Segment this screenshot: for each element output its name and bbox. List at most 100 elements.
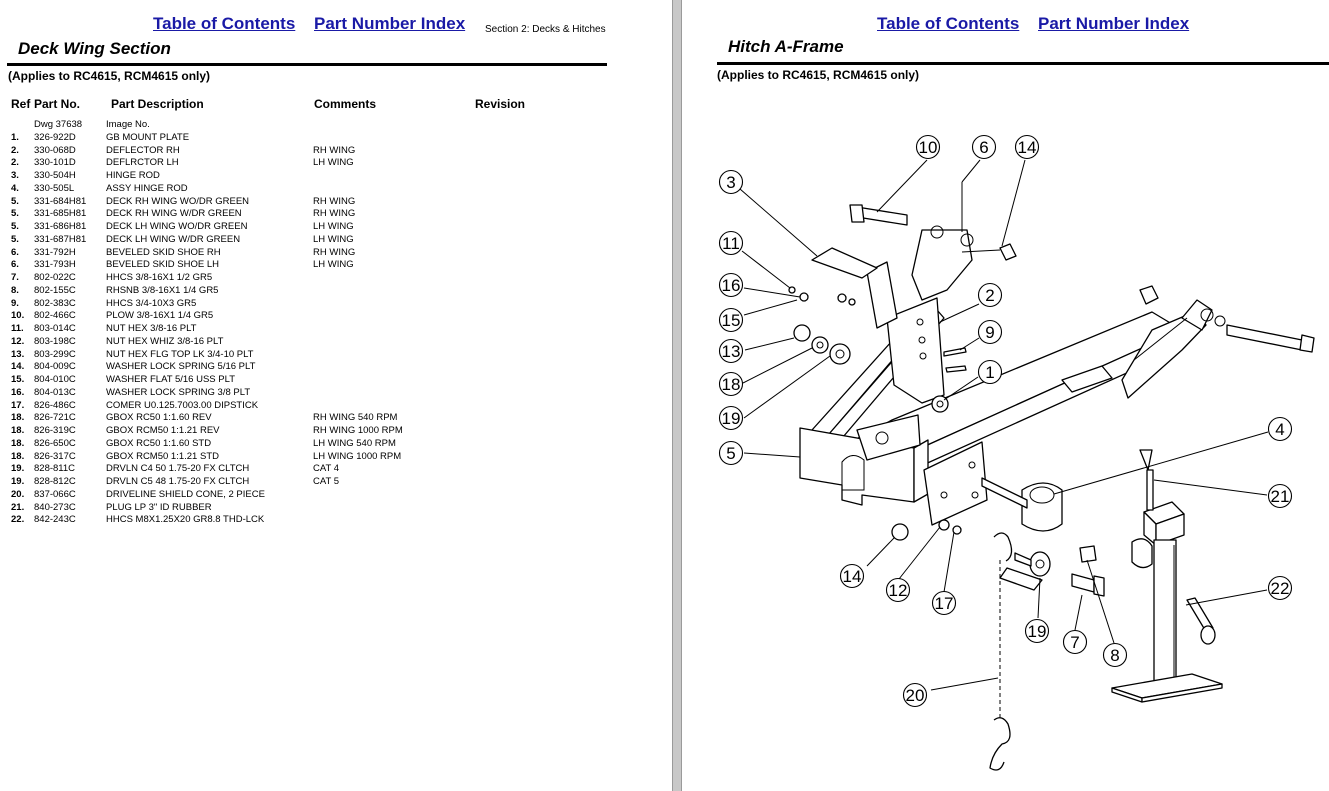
ref-cell: 13. <box>11 348 25 360</box>
part-no-cell: 826-486C <box>34 399 76 411</box>
callout-22: 22 <box>1267 575 1293 601</box>
description-cell: DECK LH WING WO/DR GREEN <box>106 221 248 232</box>
part-no-cell: 331-684H81 <box>34 195 87 207</box>
col-part-no-header: Part No. <box>34 97 81 111</box>
table-of-contents-link-right[interactable]: Table of Contents <box>877 14 1020 33</box>
description-cell: DRVLN C4 50 1.75-20 FX CLTCH <box>106 463 250 475</box>
svg-text:6: 6 <box>979 138 988 157</box>
svg-text:18: 18 <box>722 375 741 394</box>
ref-cell: 5. <box>11 195 19 207</box>
part-no-cell: 826-650C <box>34 437 76 449</box>
part-no-cell: 826-721C <box>34 412 76 424</box>
rear-hinge-bolt <box>1139 285 1315 353</box>
comment-cell: RH WING 1000 RPM <box>313 425 403 436</box>
description-cell: GBOX RC50 1:1.60 REV <box>106 412 212 424</box>
part-no-cell: Dwg 37638 <box>34 119 83 130</box>
description-cell: GBOX RC50 1:1.60 STD <box>106 437 212 449</box>
callout-8: 8 <box>1102 642 1128 668</box>
description-cell: GBOX RCM50 1:1.21 STD <box>106 450 219 462</box>
part-no-cell: 330-504H <box>34 170 76 181</box>
part-no-cell: 826-317C <box>34 450 76 462</box>
ref-cell: 7. <box>11 272 19 283</box>
part-no-cell: 804-009C <box>34 361 76 373</box>
svg-text:14: 14 <box>843 567 862 586</box>
ref-cell: 6. <box>11 259 19 271</box>
part-no-cell: 330-068D <box>34 144 76 156</box>
col-ref-header: Ref <box>11 97 31 111</box>
ref-cell: 18. <box>11 412 25 424</box>
svg-text:16: 16 <box>722 276 741 295</box>
ref-cell: 14. <box>11 361 25 373</box>
comment-cell: LH WING <box>313 259 354 271</box>
ref-cell: 8. <box>11 284 19 296</box>
callout-10: 10 <box>915 134 941 160</box>
svg-text:22: 22 <box>1271 579 1290 598</box>
ref-cell: 2. <box>11 157 19 169</box>
part-no-cell: 803-299C <box>34 348 76 360</box>
col-comments-header: Comments <box>314 97 377 111</box>
callout-13: 13 <box>718 338 744 364</box>
svg-text:2: 2 <box>985 286 994 305</box>
table-of-contents-link[interactable]: Table of Contents <box>153 14 296 33</box>
right-page: Table of Contents Part Number Index Hitc… <box>682 0 1329 791</box>
comment-cell: LH WING <box>313 221 354 232</box>
svg-text:19: 19 <box>722 409 741 428</box>
title-rule <box>7 63 607 66</box>
svg-text:9: 9 <box>985 323 994 342</box>
description-cell: RHSNB 3/8-16X1 1/4 GR5 <box>106 284 219 296</box>
applies-note-right: (Applies to RC4615, RCM4615 only) <box>717 68 920 82</box>
description-cell: Image No. <box>106 119 150 130</box>
part-number-index-link-right[interactable]: Part Number Index <box>1038 14 1190 33</box>
description-cell: HHCS 3/4-10X3 GR5 <box>106 297 197 309</box>
svg-text:1: 1 <box>985 363 994 382</box>
callout-16: 16 <box>718 272 744 298</box>
ref-cell: 15. <box>11 374 25 385</box>
description-cell: PLUG LP 3" ID RUBBER <box>106 501 212 513</box>
part-no-cell: 331-687H81 <box>34 233 87 245</box>
comment-cell: RH WING <box>313 208 356 220</box>
callout-4: 4 <box>1267 416 1293 442</box>
callout-14: 14 <box>1014 134 1040 160</box>
svg-text:4: 4 <box>1275 420 1284 439</box>
ref-cell: 4. <box>11 182 19 194</box>
ref-cell: 21. <box>11 501 25 513</box>
part-no-cell: 826-319C <box>34 425 76 436</box>
comment-cell: LH WING <box>313 157 354 169</box>
jack-mount <box>981 477 1153 569</box>
part-no-cell: 802-155C <box>34 284 76 296</box>
callout-1: 1 <box>977 359 1003 385</box>
description-cell: PLOW 3/8-16X1 1/4 GR5 <box>106 310 214 322</box>
description-cell: HHCS M8X1.25X20 GR8.8 THD-LCK <box>106 514 265 526</box>
table-row: 8. 802-155C RHSNB 3/8-16X1 1/4 GR5 <box>0 285 672 298</box>
upper-lever <box>811 204 1017 301</box>
description-cell: HHCS 3/8-16X1 1/2 GR5 <box>106 272 213 283</box>
description-cell: BEVELED SKID SHOE RH <box>106 246 221 258</box>
part-number-index-link[interactable]: Part Number Index <box>314 14 466 33</box>
description-cell: DEFLECTOR RH <box>106 144 180 156</box>
part-no-cell: 331-792H <box>34 246 76 258</box>
comment-cell: CAT 4 <box>313 463 340 475</box>
comment-cell: LH WING <box>313 233 354 245</box>
comment-cell: RH WING <box>313 144 356 156</box>
ref-cell: 5. <box>11 221 19 232</box>
svg-text:13: 13 <box>722 342 741 361</box>
callout-20: 20 <box>902 682 928 708</box>
callout-15: 15 <box>718 307 744 333</box>
comment-cell: CAT 5 <box>313 476 340 487</box>
description-cell: NUT HEX 3/8-16 PLT <box>106 323 197 334</box>
svg-text:14: 14 <box>1018 138 1037 157</box>
